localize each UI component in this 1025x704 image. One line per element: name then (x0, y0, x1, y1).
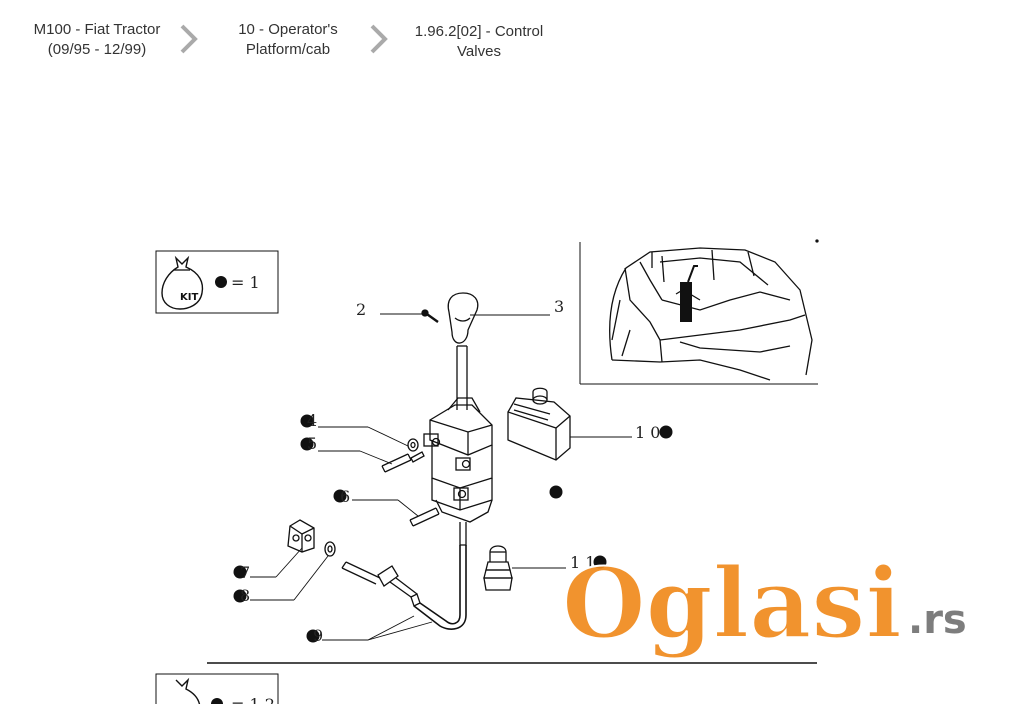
lever-shaft (456, 345, 468, 410)
breadcrumb-model[interactable]: M100 - Fiat Tractor (09/95 - 12/99) (18, 20, 176, 60)
lever-knob (447, 292, 479, 344)
cab-inset-view (579, 239, 819, 385)
pin-part-2 (409, 507, 440, 527)
clamp-bracket (287, 519, 315, 553)
washer-part (407, 438, 419, 452)
kit-bag-icon (161, 255, 204, 310)
watermark-suffix: .rs (908, 597, 967, 643)
control-cable (324, 522, 467, 630)
pin-part (381, 451, 425, 473)
callout-6: 6 (340, 487, 350, 506)
breadcrumb-section-line1: 10 - Operator's (238, 21, 338, 38)
callout-4: 4 (307, 411, 317, 430)
callout-7: 7 (240, 563, 250, 582)
breadcrumb-current: 1.96.2[02] - Control Valves (400, 22, 558, 62)
breadcrumb-model-line1: M100 - Fiat Tractor (33, 21, 161, 38)
callout-10: 1 0 (635, 423, 660, 442)
chevron-right-icon (180, 24, 198, 54)
callout-9: 9 (313, 626, 323, 645)
callout-11: 1 1 (570, 553, 595, 572)
callout-3: 3 (554, 297, 564, 316)
rubber-boot (483, 545, 513, 591)
breadcrumb-model-line2: (09/95 - 12/99) (47, 41, 147, 58)
breadcrumb-section[interactable]: 10 - Operator's Platform/cab (218, 20, 358, 60)
callout-8: 8 (240, 586, 250, 605)
breadcrumb-current-line2: Valves (457, 43, 501, 60)
breadcrumb-section-line2: Platform/cab (245, 41, 331, 58)
control-valve-body (423, 397, 493, 523)
breadcrumb-current-line1: 1.96.2[02] - Control (414, 23, 544, 40)
kit-legend-2 (155, 673, 279, 704)
kit-legend-text: = 1 (231, 273, 260, 292)
screw-part (421, 309, 439, 323)
kit-bag-label: KIT (180, 292, 198, 303)
kit-legend-text-2: = 1 2 (231, 695, 275, 704)
kit-bag-icon (175, 677, 201, 704)
chevron-right-icon (370, 24, 388, 54)
switch-block (507, 387, 571, 461)
watermark-logo: Oglasi .rs (561, 546, 967, 661)
callout-5: 5 (307, 434, 317, 453)
leader-lines (250, 313, 632, 641)
breadcrumb: M100 - Fiat Tractor (09/95 - 12/99) 10 -… (0, 0, 1025, 80)
kit-legend (155, 250, 279, 314)
callout-2: 2 (356, 300, 366, 319)
watermark-brand: Oglasi (562, 547, 902, 660)
kit-markers (233, 414, 673, 643)
